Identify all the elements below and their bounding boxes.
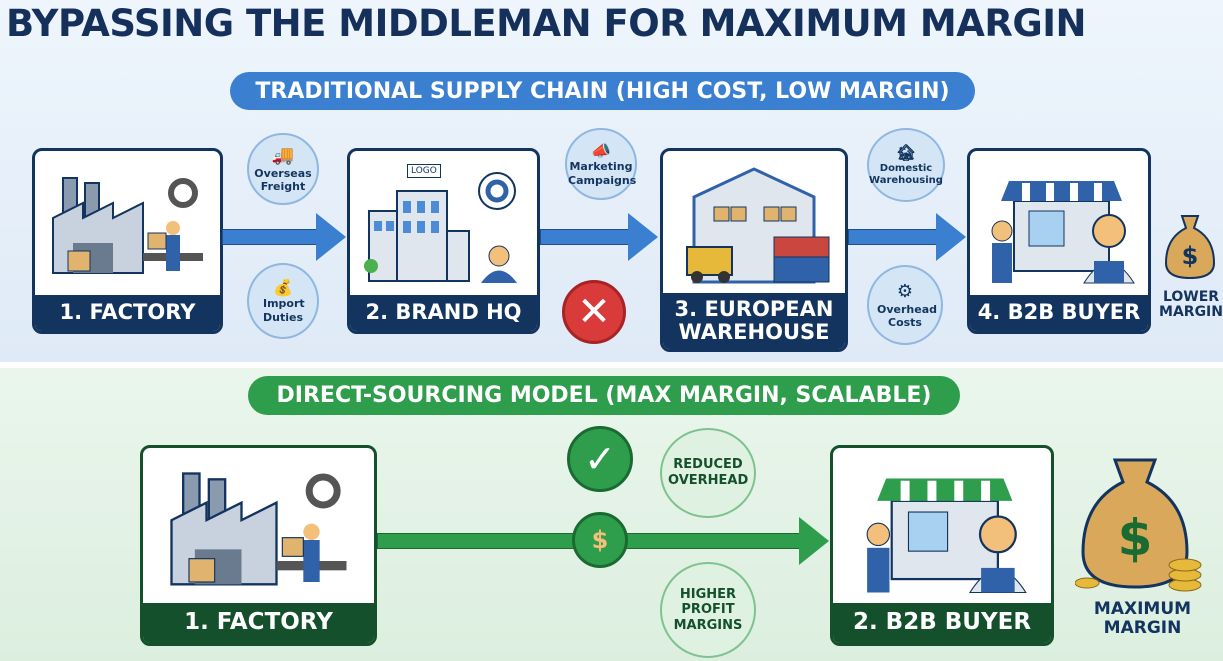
- cost-bubble: 🏚Domestic Warehousing: [867, 128, 945, 202]
- step-label: 1. FACTORY: [35, 295, 220, 331]
- money-bag-coins-icon: $: [1074, 455, 1205, 595]
- flow-arrow: [540, 213, 658, 261]
- lower-margin-label: LOWER MARGIN: [1159, 289, 1223, 321]
- warehouse-icon: [663, 151, 845, 293]
- factory-icon: [35, 151, 220, 295]
- factory-icon: [143, 448, 374, 603]
- step-brand-hq: LOGO 2. BRAND HQ: [347, 148, 540, 334]
- storefront-icon: [833, 448, 1051, 603]
- truck-icon: 🚚: [271, 145, 295, 167]
- gear-dollar-icon: ⚙: [896, 281, 914, 303]
- cost-bubble: 📣Marketing Campaigns: [565, 128, 637, 200]
- step-factory-direct: 1. FACTORY: [140, 445, 377, 646]
- svg-text:$: $: [1182, 242, 1199, 270]
- step-b2b-buyer-direct: 2. B2B BUYER: [830, 445, 1054, 646]
- flow-arrow: [848, 213, 966, 261]
- step-label: 2. B2B BUYER: [833, 603, 1051, 643]
- traditional-heading: TRADITIONAL SUPPLY CHAIN (HIGH COST, LOW…: [230, 72, 975, 110]
- storefront-icon: [970, 151, 1148, 295]
- money-bag-icon: $: [1162, 212, 1218, 280]
- benefit-bubble: REDUCED OVERHEAD: [660, 428, 756, 518]
- dollar-hand-icon: $: [572, 512, 628, 568]
- warehouse-icon: 🏚: [895, 143, 917, 163]
- maximum-margin-label: MAXIMUM MARGIN: [1093, 599, 1192, 638]
- svg-text:$: $: [1118, 509, 1153, 567]
- benefit-bubble: HIGHER PROFIT MARGINS: [660, 562, 756, 658]
- megaphone-icon: 📣: [591, 141, 611, 161]
- step-label: 2. BRAND HQ: [350, 295, 537, 331]
- cost-bubble: ⚙Overhead Costs: [867, 265, 943, 345]
- money-hand-icon: 💰: [273, 278, 293, 298]
- step-label: 1. FACTORY: [143, 603, 374, 643]
- step-label: 4. B2B BUYER: [970, 295, 1148, 331]
- step-label: 3. EUROPEAN WAREHOUSE: [663, 293, 845, 349]
- red-x-icon: ✕: [562, 280, 626, 344]
- step-european-warehouse: 3. EUROPEAN WAREHOUSE: [660, 148, 848, 352]
- logo-sign: LOGO: [407, 164, 441, 178]
- step-b2b-buyer: 4. B2B BUYER: [967, 148, 1151, 334]
- flow-arrow: [222, 213, 346, 261]
- cost-bubble: 💰Import Duties: [247, 263, 319, 339]
- cost-bubble: 🚚Overseas Freight: [247, 133, 319, 205]
- step-factory: 1. FACTORY: [32, 148, 223, 334]
- office-building-icon: LOGO: [350, 151, 537, 295]
- direct-heading: DIRECT-SOURCING MODEL (MAX MARGIN, SCALA…: [248, 376, 960, 415]
- page-title: BYPASSING THE MIDDLEMAN FOR MAXIMUM MARG…: [6, 2, 1086, 45]
- green-check-icon: ✓: [567, 426, 633, 492]
